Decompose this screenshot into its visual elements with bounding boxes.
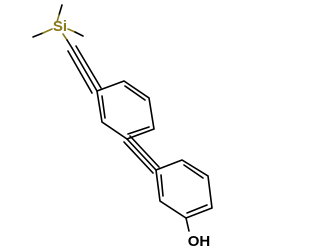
upper-alkyne-triple-bond — [67, 45, 102, 94]
methyl-bond-top — [58, 4, 63, 16]
ring-double-bond — [160, 174, 164, 197]
methyl-bond-top — [56, 14, 60, 23]
trimethylsilyl-group — [32, 4, 84, 38]
silicon-atom-label: Si — [53, 18, 67, 35]
lower-alkyne-triple-bond — [123, 135, 160, 174]
ring-double-bond — [101, 95, 106, 119]
lower-benzene-ring — [155, 159, 213, 219]
hydroxyl-bond — [185, 217, 190, 232]
upper-benzene-ring — [96, 80, 155, 140]
ring-double-bond — [127, 126, 150, 135]
methyl-bond-right — [67, 28, 76, 33]
methyl-bond-left — [32, 32, 44, 38]
si-alkyne-bond — [66, 39, 73, 49]
molecule-structure-diagram: Si OH — [32, 4, 213, 250]
si-alkyne-bond — [62, 33, 68, 41]
ring-double-bond — [124, 85, 146, 101]
methyl-bond-right — [74, 31, 84, 37]
ring-double-bond — [186, 204, 208, 214]
ring-double-bond — [183, 164, 204, 179]
methyl-bond-left — [42, 28, 53, 34]
hydroxyl-group-label: OH — [188, 233, 211, 250]
